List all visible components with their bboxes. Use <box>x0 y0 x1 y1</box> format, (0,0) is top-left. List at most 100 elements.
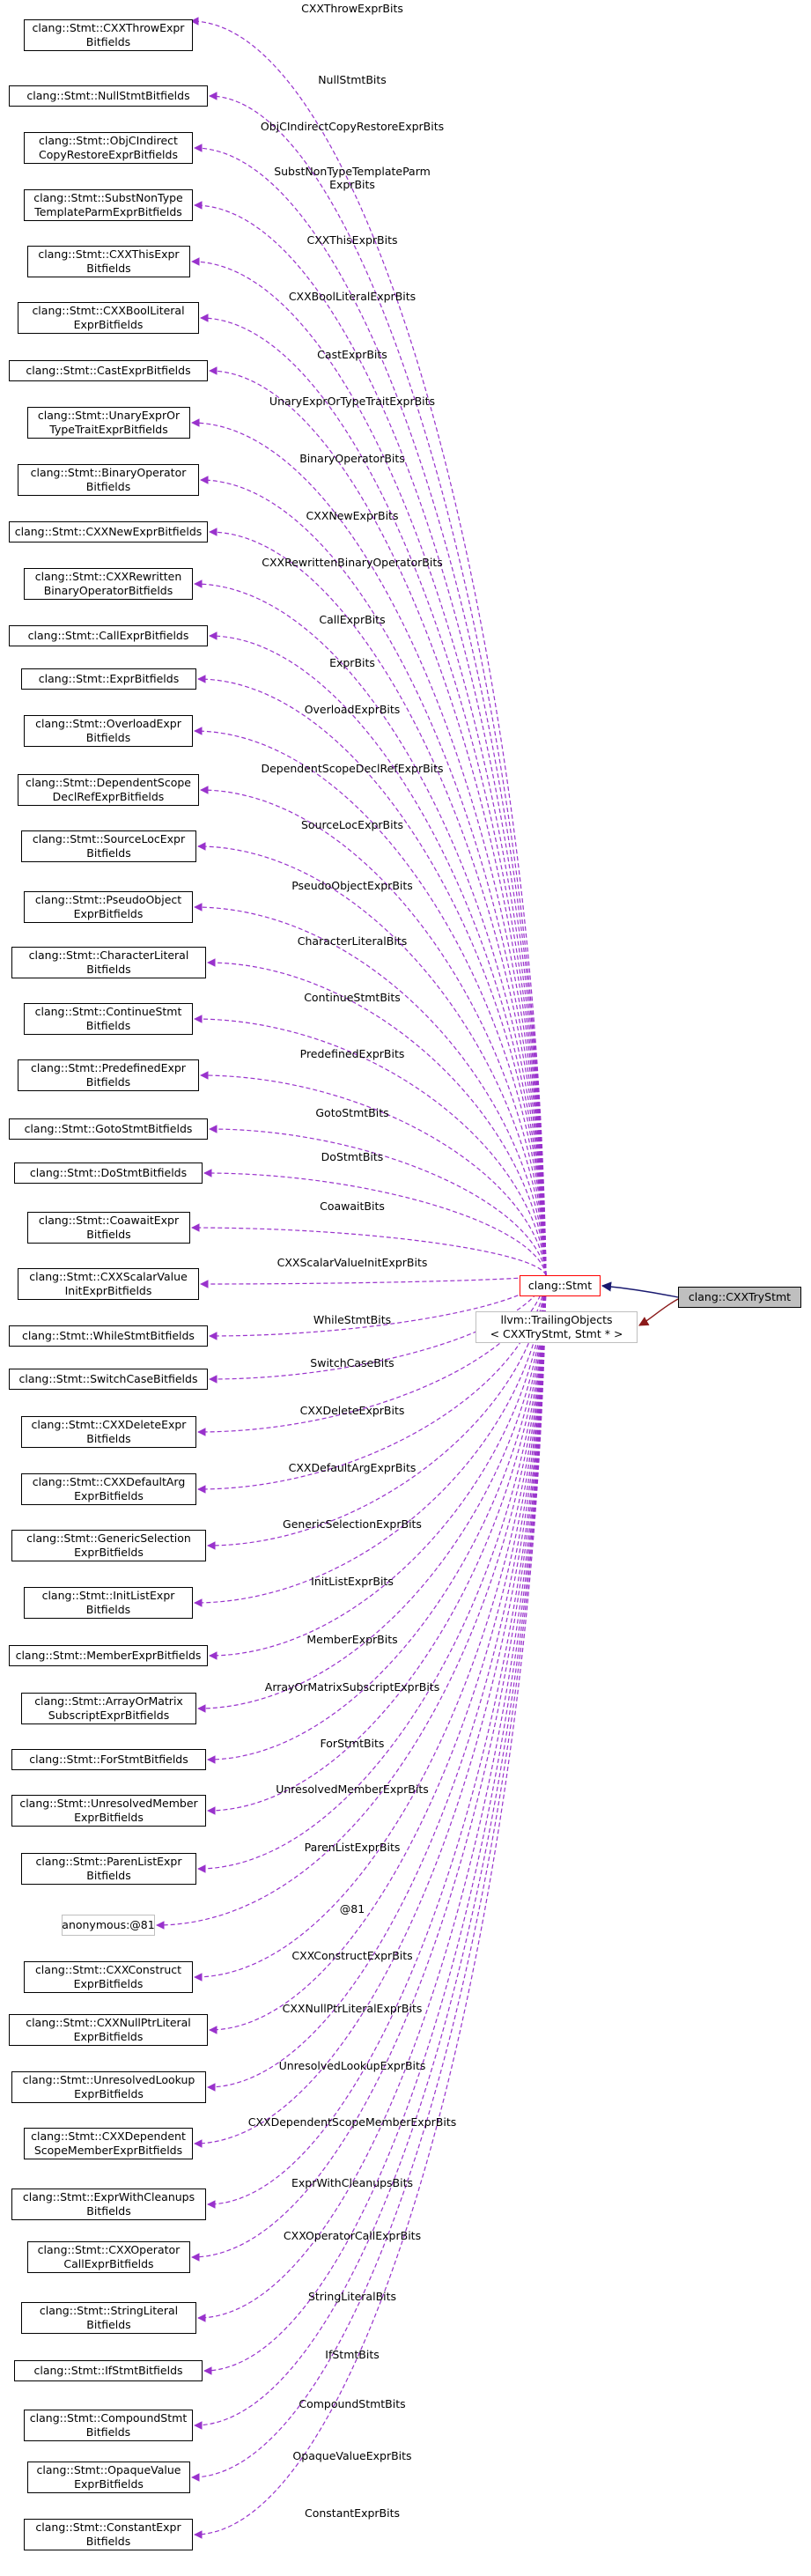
member-edge <box>191 1274 547 2262</box>
member-class-node[interactable]: clang::Stmt::WhileStmtBitfields <box>9 1325 208 1347</box>
member-class-node[interactable]: clang::Stmt::StringLiteral Bitfields <box>21 2302 196 2334</box>
member-class-node[interactable]: clang::Stmt::OverloadExpr Bitfields <box>24 715 193 747</box>
member-class-node[interactable]: clang::Stmt::UnaryExprOr TypeTraitExprBi… <box>27 407 190 439</box>
member-field-label: DependentScopeDeclRefExprBits <box>261 762 444 775</box>
member-edge <box>194 1274 547 1982</box>
member-field-label: CXXOperatorCallExprBits <box>283 2229 422 2242</box>
root-node-cxxtrystmt[interactable]: clang::CXXTryStmt <box>678 1287 801 1308</box>
member-class-node[interactable]: clang::Stmt::CXXOperator CallExprBitfiel… <box>27 2241 190 2273</box>
member-edge <box>194 1015 547 1276</box>
member-class-node[interactable]: clang::Stmt::CallExprBitfields <box>9 625 208 646</box>
member-class-node[interactable]: clang::Stmt::CompoundStmt Bitfields <box>24 2410 193 2441</box>
member-class-node[interactable]: clang::Stmt::ExprBitfields <box>21 668 196 690</box>
member-field-label: UnresolvedMemberExprBits <box>276 1783 429 1796</box>
member-edge <box>197 675 547 1276</box>
member-field-label: CXXDefaultArgExprBits <box>288 1461 417 1474</box>
member-edge <box>197 1274 547 1494</box>
member-class-node[interactable]: clang::Stmt::CastExprBitfields <box>9 360 208 381</box>
member-class-node[interactable]: clang::Stmt::OpaqueValue ExprBitfields <box>27 2462 190 2493</box>
member-class-node[interactable]: clang::Stmt::ForStmtBitfields <box>11 1749 206 1770</box>
member-class-node[interactable]: clang::Stmt::CXXDefaultArg ExprBitfields <box>21 1473 196 1505</box>
member-edge <box>194 1274 547 2539</box>
member-edge <box>209 631 547 1276</box>
inheritance-edge-trailing <box>638 1298 679 1326</box>
member-field-label: SwitchCaseBits <box>310 1356 394 1369</box>
member-field-label: ObjCIndirectCopyRestoreExprBits <box>260 120 445 133</box>
member-class-node[interactable]: clang::Stmt::CXXDependent ScopeMemberExp… <box>24 2128 193 2159</box>
member-class-node[interactable]: clang::Stmt::GenericSelection ExprBitfie… <box>11 1530 206 1561</box>
member-edge <box>191 1223 547 1276</box>
member-class-node[interactable]: clang::Stmt::PseudoObject ExprBitfields <box>24 891 193 923</box>
member-edge <box>200 1071 547 1276</box>
stmt-node[interactable]: clang::Stmt <box>520 1275 601 1296</box>
member-field-label: CXXBoolLiteralExprBits <box>288 290 417 303</box>
member-field-label: WhileStmtBits <box>313 1313 392 1326</box>
member-class-node[interactable]: clang::Stmt::ObjCIndirect CopyRestoreExp… <box>24 132 193 164</box>
member-field-label: ArrayOrMatrixSubscriptExprBits <box>264 1680 440 1694</box>
member-edge <box>209 366 547 1276</box>
member-class-node[interactable]: clang::Stmt::SwitchCaseBitfields <box>9 1369 208 1390</box>
member-edge <box>194 201 547 1276</box>
member-field-label: CXXNewExprBits <box>306 509 399 522</box>
member-class-node[interactable]: clang::Stmt::ParenListExpr Bitfields <box>21 1853 196 1885</box>
member-class-node[interactable]: clang::Stmt::CharacterLiteral Bitfields <box>11 947 206 978</box>
trailing-objects-node[interactable]: llvm::TrailingObjects < CXXTryStmt, Stmt… <box>476 1311 638 1343</box>
member-class-node[interactable]: clang::Stmt::CoawaitExpr Bitfields <box>27 1212 190 1244</box>
member-class-node[interactable]: clang::Stmt::ContinueStmt Bitfields <box>24 1003 193 1035</box>
member-edge <box>207 1274 547 1815</box>
member-field-label: CharacterLiteralBits <box>297 934 408 948</box>
member-field-label: CXXThrowExprBits <box>301 2 403 15</box>
member-class-node[interactable]: clang::Stmt::MemberExprBitfields <box>9 1645 208 1666</box>
member-class-node[interactable]: clang::Stmt::ArrayOrMatrix SubscriptExpr… <box>21 1693 196 1724</box>
member-edge <box>191 418 547 1276</box>
member-field-label: ExprBits <box>329 656 375 669</box>
member-edge <box>197 842 547 1276</box>
member-class-node[interactable]: clang::Stmt::ExprWithCleanups Bitfields <box>11 2188 206 2220</box>
member-edge <box>209 1274 547 1660</box>
inheritance-edge-stmt <box>601 1281 679 1298</box>
member-field-label: SourceLocExprBits <box>300 818 404 831</box>
member-class-node[interactable]: clang::Stmt::CXXDeleteExpr Bitfields <box>21 1416 196 1448</box>
member-class-node[interactable]: clang::Stmt::CXXNullPtrLiteral ExprBitfi… <box>9 2014 208 2046</box>
member-field-label: CoawaitBits <box>320 1199 385 1213</box>
member-class-node[interactable]: clang::Stmt::CXXBoolLiteral ExprBitfield… <box>18 302 199 334</box>
member-field-label: DoStmtBits <box>321 1150 384 1163</box>
member-class-node[interactable]: clang::Stmt::PredefinedExpr Bitfields <box>18 1059 199 1091</box>
member-edge <box>207 1274 547 2209</box>
member-class-node[interactable]: clang::Stmt::CXXConstruct ExprBitfields <box>24 1961 193 1993</box>
member-edge <box>209 1125 547 1276</box>
member-field-label: @81 <box>339 1902 365 1915</box>
member-edge <box>194 903 547 1276</box>
member-class-node[interactable]: clang::Stmt::CXXThrowExpr Bitfields <box>24 19 193 51</box>
member-field-label: ConstantExprBits <box>304 2506 401 2520</box>
member-class-node[interactable]: clang::Stmt::GotoStmtBitfields <box>9 1118 208 1140</box>
member-edge <box>194 1274 547 1607</box>
member-field-label: NullStmtBits <box>318 73 387 86</box>
member-class-node[interactable]: clang::Stmt::UnresolvedMember ExprBitfie… <box>11 1795 206 1827</box>
member-class-node[interactable]: clang::Stmt::SubstNonType TemplateParmEx… <box>24 189 193 221</box>
member-class-node[interactable]: clang::Stmt::InitListExpr Bitfields <box>24 1587 193 1619</box>
member-field-label: CXXThisExprBits <box>306 233 398 247</box>
member-class-node[interactable]: clang::Stmt::CXXThisExpr Bitfields <box>27 246 190 277</box>
member-class-node[interactable]: clang::Stmt::IfStmtBitfields <box>14 2360 203 2381</box>
member-field-label: CallExprBits <box>319 613 386 626</box>
member-field-label: ForStmtBits <box>320 1737 385 1750</box>
member-class-node[interactable]: clang::Stmt::UnresolvedLookup ExprBitfie… <box>11 2071 206 2103</box>
member-class-node[interactable]: clang::Stmt::ConstantExpr Bitfields <box>24 2519 193 2550</box>
member-class-node[interactable]: clang::Stmt::NullStmtBitfields <box>9 85 208 107</box>
member-field-label: ContinueStmtBits <box>304 991 401 1004</box>
member-edge <box>156 1274 547 1930</box>
member-class-node[interactable]: clang::Stmt::DependentScope DeclRefExprB… <box>18 774 199 806</box>
member-edge <box>200 786 547 1276</box>
member-class-node[interactable]: clang::Stmt::CXXRewritten BinaryOperator… <box>24 568 193 600</box>
member-field-label: InitListExprBits <box>311 1575 394 1588</box>
member-edge <box>191 1274 547 2482</box>
member-field-label: ExprWithCleanupsBits <box>291 2176 414 2189</box>
member-class-node[interactable]: clang::Stmt::SourceLocExpr Bitfields <box>21 830 196 862</box>
member-class-node[interactable]: clang::Stmt::CXXScalarValue InitExprBitf… <box>18 1268 199 1300</box>
member-field-label: CXXScalarValueInitExprBits <box>276 1256 428 1269</box>
member-class-node[interactable]: clang::Stmt::DoStmtBitfields <box>14 1163 203 1184</box>
member-class-node[interactable]: anonymous:@81 <box>62 1915 155 1936</box>
member-class-node[interactable]: clang::Stmt::BinaryOperator Bitfields <box>18 464 199 496</box>
member-class-node[interactable]: clang::Stmt::CXXNewExprBitfields <box>9 521 208 543</box>
